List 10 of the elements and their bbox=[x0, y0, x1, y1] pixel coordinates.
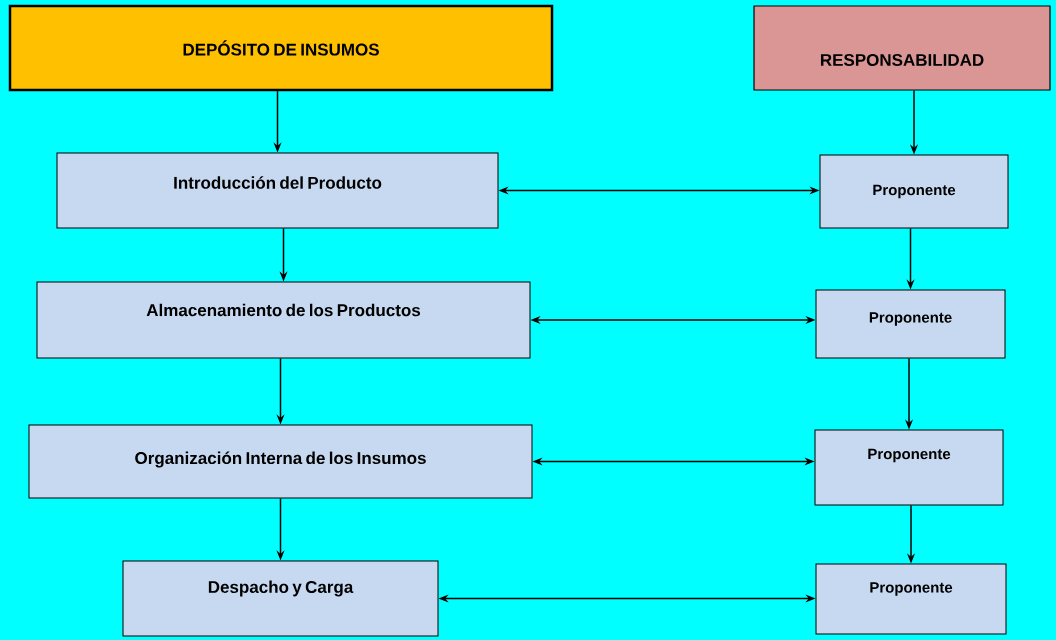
heading-box: DEPÓSITO DE INSUMOS bbox=[8, 4, 554, 92]
process-box: Almacenamiento de los Productos bbox=[36, 281, 531, 359]
heading-box: RESPONSABILIDAD bbox=[753, 5, 1051, 91]
process-box: Introducción del Producto bbox=[56, 152, 499, 229]
role-box: Proponente bbox=[815, 563, 1007, 635]
role-box: Proponente bbox=[814, 429, 1004, 506]
role-box: Proponente bbox=[815, 289, 1006, 359]
role-box: Proponente bbox=[819, 154, 1009, 229]
process-box: Despacho y Carga bbox=[122, 560, 439, 637]
process-box: Organización Interna de los Insumos bbox=[28, 424, 533, 499]
